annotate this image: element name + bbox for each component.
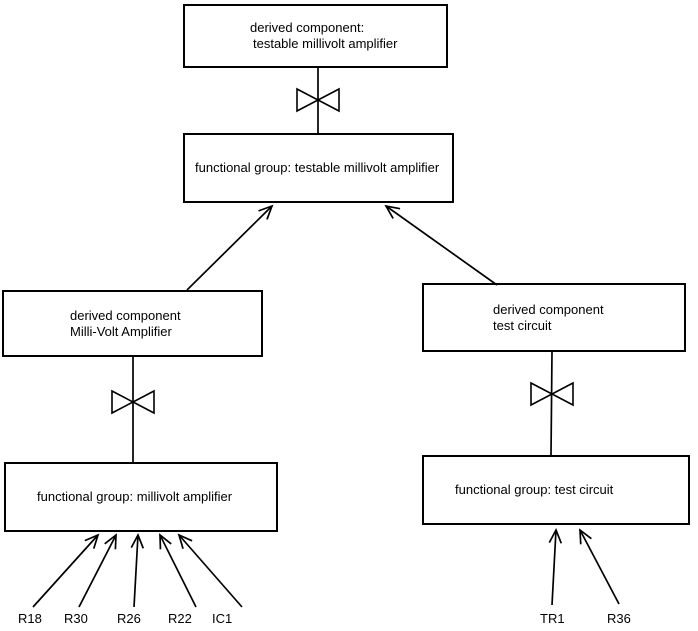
component-label-r18[interactable]: R18 bbox=[18, 611, 42, 626]
arrow-r26-to-fg-mva bbox=[130, 532, 145, 608]
node-functional-group-testable-millivolt-amplifier[interactable]: functional group: testable millivolt amp… bbox=[183, 133, 454, 203]
arrow-r18-to-fg-mva bbox=[32, 533, 100, 608]
component-label-r26[interactable]: R26 bbox=[117, 611, 141, 626]
bowtie-connector-right bbox=[530, 351, 574, 456]
node-label-line: derived component bbox=[70, 307, 181, 323]
arrow-ic1-to-fg-mva bbox=[177, 533, 243, 608]
arrow-r30-to-fg-mva bbox=[78, 533, 117, 608]
bowtie-icon bbox=[111, 389, 155, 415]
arrow-tr1-to-fg-tc bbox=[548, 527, 563, 606]
node-functional-group-test-circuit[interactable]: functional group: test circuit bbox=[422, 455, 690, 525]
bowtie-connector-left bbox=[111, 357, 155, 462]
node-functional-group-millivolt-amplifier[interactable]: functional group: millivolt amplifier bbox=[4, 462, 278, 532]
node-label-line: derived component bbox=[493, 301, 604, 317]
bowtie-icon bbox=[530, 381, 574, 407]
node-derived-component-test-circuit[interactable]: derived component test circuit bbox=[422, 283, 686, 352]
arrow-derived-tc-to-fg-testable bbox=[384, 204, 498, 286]
node-label-line: functional group: testable millivolt amp… bbox=[195, 160, 440, 175]
node-label-line: test circuit bbox=[493, 317, 552, 333]
bowtie-connector-top bbox=[296, 68, 340, 133]
component-label-ic1[interactable]: IC1 bbox=[212, 611, 233, 626]
node-label-line: derived component: bbox=[250, 20, 365, 35]
node-label-line: Milli-Volt Amplifier bbox=[70, 323, 172, 339]
node-label-line: testable millivolt amplifier bbox=[253, 36, 398, 51]
component-label-r30[interactable]: R30 bbox=[64, 611, 88, 626]
component-label-tr1[interactable]: TR1 bbox=[540, 611, 565, 626]
component-label-r22[interactable]: R22 bbox=[168, 611, 192, 626]
node-derived-component-testable-millivolt-amplifier[interactable]: derived component: testable millivolt am… bbox=[183, 4, 448, 68]
arrow-r22-to-fg-mva bbox=[159, 533, 197, 608]
bowtie-icon bbox=[296, 87, 340, 113]
component-label-r36[interactable]: R36 bbox=[607, 611, 631, 626]
arrow-r36-to-fg-tc bbox=[579, 528, 620, 605]
arrow-derived-mva-to-fg-testable bbox=[186, 204, 274, 291]
connector-line bbox=[550, 351, 553, 456]
node-label-line: functional group: millivolt amplifier bbox=[37, 489, 233, 504]
node-derived-component-milli-volt-amplifier[interactable]: derived component Milli-Volt Amplifier bbox=[2, 290, 263, 357]
node-label-line: functional group: test circuit bbox=[455, 482, 614, 497]
